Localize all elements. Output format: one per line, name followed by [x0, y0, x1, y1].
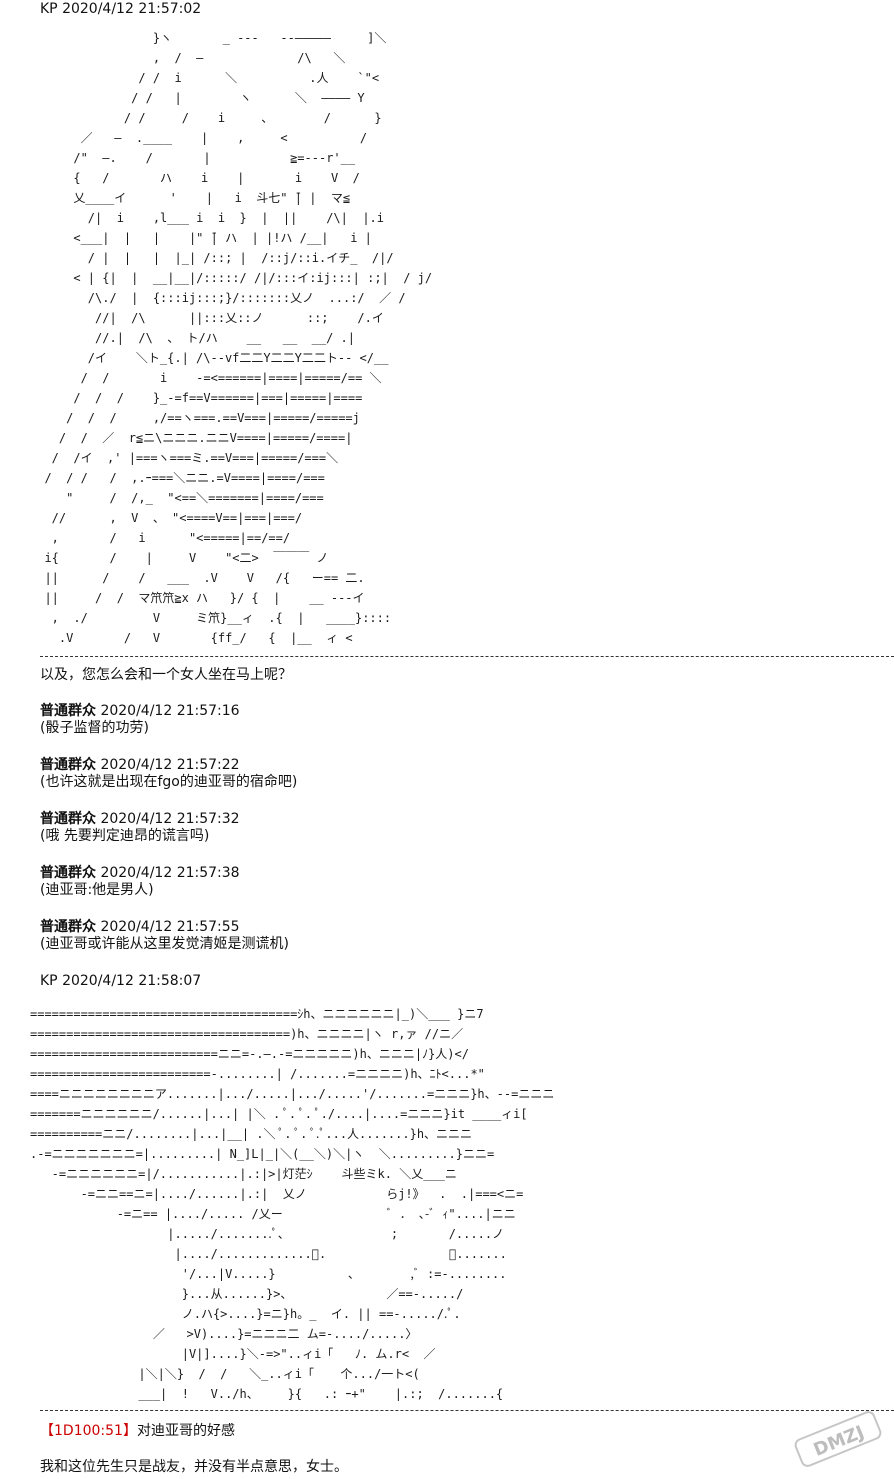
- post-text-5: (迪亚哥:他是男人): [40, 882, 154, 898]
- post-timestamp: 2020/4/12 21:57:02: [62, 1, 202, 17]
- post-timestamp: 2020/4/12 21:57:22: [100, 757, 240, 773]
- post-header-kp-1: KP 2020/4/12 21:57:02: [40, 0, 201, 18]
- post-text-2: (骰子监督的功劳): [40, 720, 149, 736]
- post-author: 普通群众: [40, 757, 96, 773]
- dashed-divider-2: [40, 1410, 894, 1411]
- post-text-3: (也许这就是出现在fgo的迪亚哥的宿命吧): [40, 774, 298, 790]
- dice-roll-label: 对迪亚哥的好感: [136, 1423, 235, 1439]
- post-author: 普通群众: [40, 919, 96, 935]
- post-header-6: 普通群众 2020/4/12 21:57:55: [40, 918, 240, 936]
- post-timestamp: 2020/4/12 21:57:32: [100, 811, 240, 827]
- post-header-2: 普通群众 2020/4/12 21:57:16: [40, 702, 240, 720]
- ascii-art-character-1: }ヽ _ --- --――――― ]＼ , / ― /\ ＼ / / i ＼ .…: [44, 31, 433, 645]
- post-header-4: 普通群众 2020/4/12 21:57:32: [40, 810, 240, 828]
- post-header-5: 普通群众 2020/4/12 21:57:38: [40, 864, 240, 882]
- post-author: KP: [40, 1, 58, 17]
- post-author: 普通群众: [40, 811, 96, 827]
- post-author: 普通群众: [40, 865, 96, 881]
- watermark-logo: DMZJ: [794, 1411, 882, 1467]
- dashed-divider-1: [40, 656, 894, 657]
- post-timestamp: 2020/4/12 21:57:38: [100, 865, 240, 881]
- dice-roll-line: 【1D100:51】对迪亚哥的好感: [40, 1422, 235, 1440]
- post-timestamp: 2020/4/12 21:57:16: [100, 703, 240, 719]
- post-timestamp: 2020/4/12 21:57:55: [100, 919, 240, 935]
- dice-roll-value: 1D100:51: [54, 1423, 123, 1439]
- post-text-6: (迪亚哥或许能从这里发觉清姬是测谎机): [40, 936, 289, 952]
- post-header-kp-2: KP 2020/4/12 21:58:07: [40, 972, 201, 990]
- post-header-3: 普通群众 2020/4/12 21:57:22: [40, 756, 240, 774]
- post-author: KP: [40, 973, 58, 989]
- post-timestamp: 2020/4/12 21:58:07: [62, 973, 202, 989]
- watermark-logo-text: DMZJ: [811, 1422, 868, 1461]
- ascii-art-character-2: =====================================ｼh、…: [30, 1007, 555, 1401]
- post-author: 普通群众: [40, 703, 96, 719]
- dice-bracket-open: 【: [40, 1423, 54, 1439]
- dice-bracket-close: 】: [122, 1423, 137, 1439]
- dialogue-line-2: 我和这位先生只是战友，并没有半点意思，女士。: [40, 1459, 348, 1475]
- post-text-4: (哦 先要判定迪昂的谎言吗): [40, 828, 210, 844]
- dialogue-line-1: 以及，您怎么会和一个女人坐在马上呢？: [40, 667, 292, 683]
